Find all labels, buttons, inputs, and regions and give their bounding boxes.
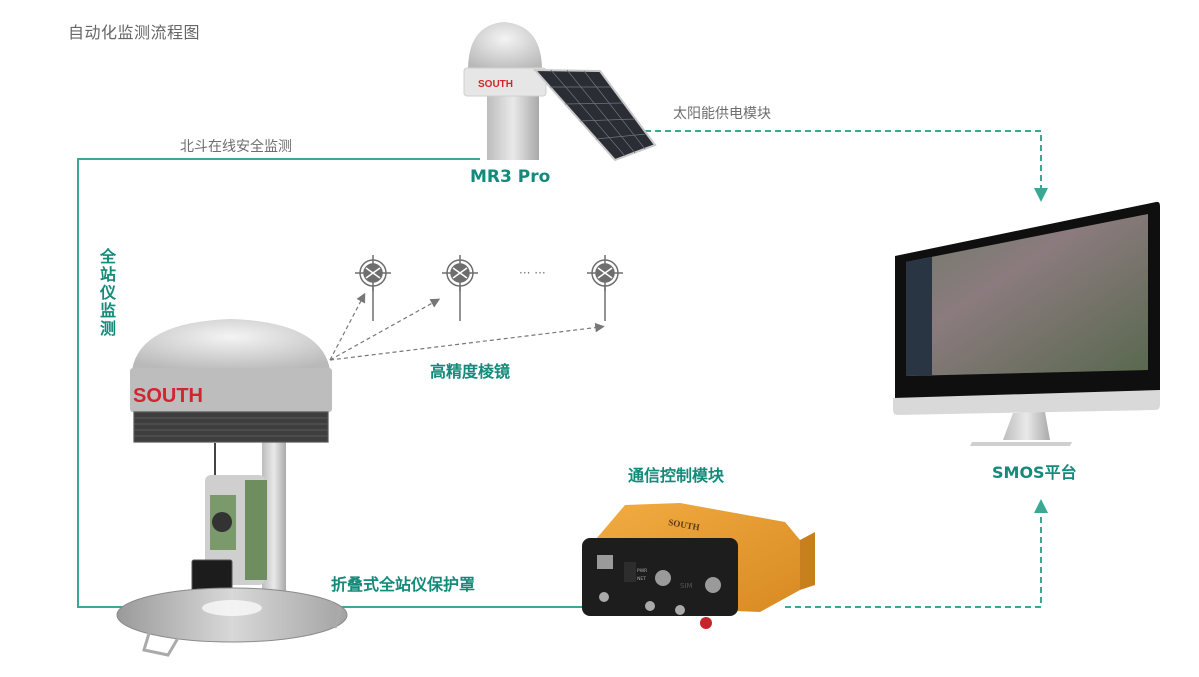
measure-rays: [329, 292, 605, 361]
dashed-flow-line: [645, 130, 1048, 608]
comm-module-device: SOUTH PWR NET SIM: [582, 503, 815, 629]
pwr-indicator: PWR: [637, 568, 647, 574]
arrow-up-icon: [1034, 499, 1048, 513]
comm-module-label: 通信控制模块: [628, 466, 725, 485]
mr3-pro-label: MR3 Pro: [470, 167, 551, 187]
net-indicator: NET: [637, 576, 646, 582]
solar-power-label: 太阳能供电模块: [673, 106, 771, 122]
solid-flow-line: [77, 158, 585, 608]
arrow-down-icon: [1034, 188, 1048, 202]
smos-monitor-device: [893, 201, 1160, 446]
prism-target-icon: [587, 255, 623, 321]
mr3-pro-device: SOUTH: [463, 22, 657, 162]
beidou-monitoring-label: 北斗在线安全监测: [180, 139, 292, 155]
protective-cover-device: SOUTH: [116, 319, 348, 657]
solar-panel: [532, 68, 657, 162]
total-station-label: 全站仪监测: [97, 248, 116, 338]
prism-group: [355, 255, 623, 321]
protective-cover-label: 折叠式全站仪保护罩: [331, 575, 476, 594]
prism-label: 高精度棱镜: [430, 362, 511, 381]
prism-target-icon: [355, 255, 391, 321]
prism-ellipsis: ··· ···: [519, 266, 546, 280]
prism-target-icon: [442, 255, 478, 321]
page-title: 自动化监测流程图: [68, 23, 201, 42]
mr3-brand: SOUTH: [478, 79, 513, 90]
cover-brand: SOUTH: [133, 385, 203, 407]
smos-platform-label: SMOS平台: [992, 463, 1077, 482]
sim-slot: SIM: [680, 582, 693, 590]
